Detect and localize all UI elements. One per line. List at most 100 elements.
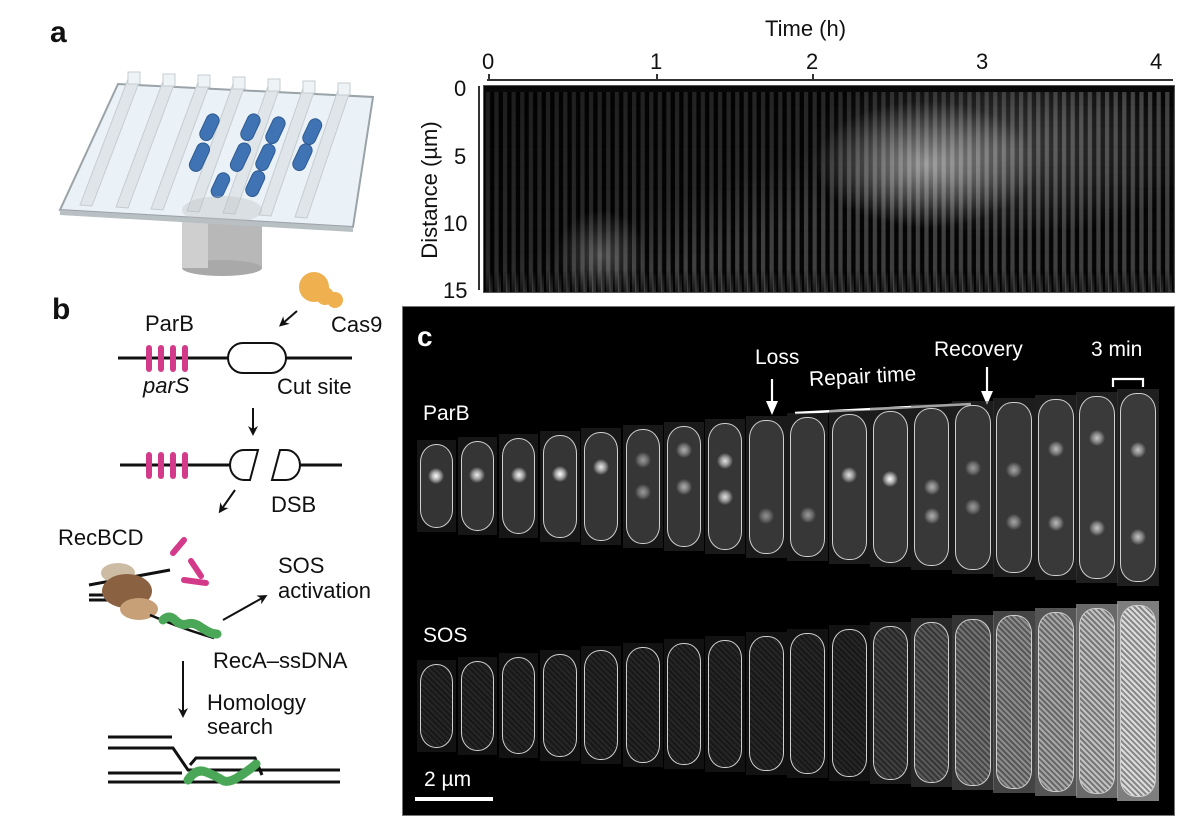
parb-focus — [675, 478, 692, 495]
parb-focus — [1088, 519, 1105, 536]
cell-outline — [419, 444, 453, 528]
pars-sites-icon — [146, 345, 188, 372]
parb-focus — [634, 484, 651, 501]
cell-outline — [913, 622, 950, 783]
cell-outline — [501, 438, 536, 535]
cell-outline — [831, 414, 867, 560]
y-tick-10: 10 — [443, 211, 468, 236]
panel-a-letter: a — [50, 16, 67, 49]
recbcd-icon — [88, 563, 222, 640]
parb-focus — [551, 465, 568, 482]
parb-frame — [1075, 392, 1118, 584]
scale-bar-label: 2 µm — [424, 768, 472, 791]
homology-search-label-1: Homology — [207, 690, 307, 715]
mother-machine-chip-illustration — [58, 71, 375, 276]
y-tick-5: 5 — [454, 144, 467, 169]
parb-focus — [717, 488, 734, 505]
cell-outline — [584, 650, 619, 760]
parb-focus — [428, 467, 444, 484]
parb-focus — [1130, 528, 1147, 545]
x-axis-title: Time (h) — [765, 16, 847, 41]
parb-frame — [787, 413, 829, 561]
dsb-label: DSB — [271, 492, 317, 517]
x-tick-mark — [812, 74, 814, 80]
recovery-annotation: Recovery — [934, 338, 1023, 361]
reca-ssdna-label: RecA–ssDNA — [213, 648, 348, 673]
parb-focus — [469, 467, 486, 484]
cell-outline — [790, 632, 826, 775]
cell-outline — [707, 423, 743, 551]
cell-outline — [1078, 608, 1115, 795]
cell-outline — [460, 660, 494, 751]
cas9-icon — [299, 272, 343, 308]
parb-focus — [882, 471, 899, 488]
parb-focus — [593, 458, 610, 475]
parb-focus — [964, 459, 981, 476]
cell-outline — [501, 657, 536, 754]
parb-focus — [758, 508, 775, 525]
parb-row-label: ParB — [423, 402, 470, 425]
parb-focus — [510, 466, 527, 483]
x-tick-mark — [656, 74, 658, 80]
sos-activation-label-2: activation — [278, 578, 371, 603]
sos-row-label: SOS — [423, 624, 468, 647]
cell-outline — [584, 432, 619, 541]
parb-focus — [923, 479, 940, 496]
panel-c-letter: c — [417, 321, 433, 352]
parb-focus — [964, 499, 981, 516]
homology-search-label-2: search — [207, 714, 274, 739]
bacteria-icons — [188, 113, 323, 199]
parb-frame — [746, 416, 787, 558]
cell-outline — [460, 441, 494, 532]
cell-outline — [749, 420, 784, 554]
parb-focus — [1047, 440, 1064, 457]
y-axis-line — [478, 86, 480, 290]
recbcd-label: RecBCD — [58, 525, 144, 550]
cell-outline — [419, 664, 453, 748]
cell-outline — [1037, 399, 1074, 576]
dsb-repair-schematic — [88, 272, 352, 786]
cell-outline — [1078, 396, 1115, 580]
parb-frame — [993, 398, 1036, 577]
reca-filament-icon — [158, 612, 222, 639]
parb-focus — [634, 452, 651, 469]
recovery-arrow-icon — [981, 391, 993, 405]
parb-focus — [1006, 513, 1023, 530]
cell-outline — [625, 646, 660, 763]
homology-search-icon — [108, 735, 340, 784]
cell-outline — [831, 629, 867, 777]
kymograph-image — [483, 85, 1175, 293]
parb-focus — [675, 442, 692, 459]
cut-site-icon — [227, 342, 287, 374]
cell-outline — [996, 402, 1033, 573]
cell-outline — [543, 435, 577, 538]
dsb-right-end-icon — [270, 449, 301, 481]
cell-outline — [996, 615, 1033, 789]
cut-site-label: Cut site — [277, 374, 352, 399]
parb-frame — [1116, 389, 1160, 587]
y-tick-15: 15 — [443, 278, 468, 303]
loss-annotation: Loss — [755, 346, 800, 369]
parb-focus — [1006, 462, 1023, 479]
parb-focus — [841, 467, 857, 484]
interval-annotation: 3 min — [1091, 338, 1143, 361]
parb-frame — [704, 419, 746, 555]
y-tick-0: 0 — [454, 76, 467, 101]
dsb-left-end-icon — [229, 449, 260, 481]
cell-outline — [1119, 604, 1157, 798]
parb-focus — [717, 453, 734, 470]
cell-outline — [1037, 611, 1074, 792]
parb-focus — [1130, 441, 1147, 458]
cell-outline — [872, 625, 908, 780]
parb-label: ParB — [145, 311, 194, 336]
cell-outline — [749, 636, 784, 772]
loss-arrow-icon — [766, 401, 778, 415]
cell-outline — [666, 643, 701, 766]
parb-frame — [828, 410, 870, 564]
cell-outline — [955, 618, 991, 786]
panel-b-letter: b — [52, 293, 71, 326]
x-tick-3: 3 — [976, 49, 989, 74]
x-axis-line — [487, 79, 1173, 81]
microscopy-time-lapse-panel: c ParB SOS Loss Repair time Recovery 3 m… — [402, 306, 1175, 816]
parb-focus — [799, 506, 816, 523]
